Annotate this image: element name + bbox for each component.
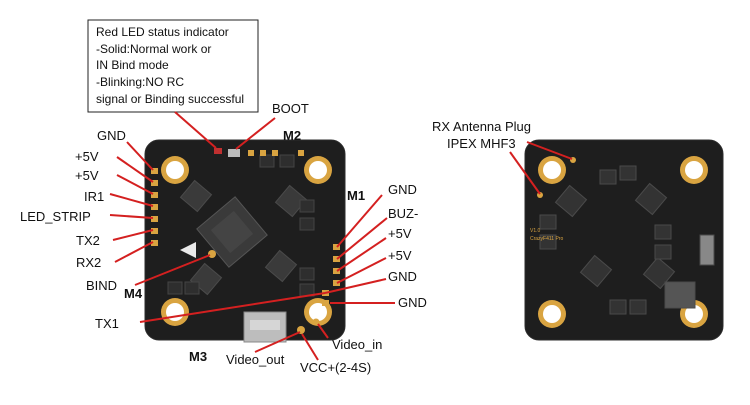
left-pin-rx2: RX2 <box>76 255 101 270</box>
status-line-2: -Solid:Normal work or <box>96 42 211 56</box>
left-pin-gnd: GND <box>97 128 126 143</box>
labels: BOOT M2 M1 M4 M3 GND +5V +5V IR1 LED_STR… <box>20 101 531 375</box>
mcu-chip <box>196 196 268 268</box>
fc-board-front <box>144 139 346 343</box>
right-pin-5v-2: +5V <box>388 248 412 263</box>
status-line-4: -Blinking:NO RC <box>96 75 184 89</box>
mosfets <box>167 154 315 297</box>
bind-button <box>180 242 196 258</box>
boot-label: BOOT <box>272 101 309 116</box>
esc-chips <box>179 179 308 296</box>
left-pin-led-strip: LED_STRIP <box>20 209 91 224</box>
motor-m3-label: M3 <box>189 349 207 364</box>
vcc-label: VCC+(2-4S) <box>300 360 371 375</box>
board-silk-version: V1.0 <box>530 228 541 234</box>
left-pin-5v-1: +5V <box>75 149 99 164</box>
right-pin-5v-1: +5V <box>388 226 412 241</box>
status-callout: Red LED status indicator -Solid:Normal w… <box>87 19 259 113</box>
status-line-5: signal or Binding successful <box>96 92 244 106</box>
right-pin-gnd-2: GND <box>388 269 417 284</box>
pointer-lines <box>109 111 573 361</box>
bind-label: BIND <box>86 278 117 293</box>
video-out-label: Video_out <box>226 352 285 367</box>
left-pads <box>151 168 158 246</box>
left-pin-tx2: TX2 <box>76 233 100 248</box>
status-box <box>87 19 259 113</box>
motor-m4-label: M4 <box>124 286 143 301</box>
fc-board-back: V1.0 CrazyF411 Pro <box>524 139 724 341</box>
status-line-1: Red LED status indicator <box>96 25 229 39</box>
right-pin-gnd-3: GND <box>398 295 427 310</box>
motor-m1-label: M1 <box>347 188 365 203</box>
status-line-3: IN Bind mode <box>96 58 169 72</box>
left-pin-ir1: IR1 <box>84 189 104 204</box>
left-pin-5v-2: +5V <box>75 168 99 183</box>
usb-port <box>243 311 287 343</box>
motor-m2-label: M2 <box>283 128 301 143</box>
right-pin-buz: BUZ- <box>388 206 418 221</box>
video-in-label: Video_in <box>332 337 382 352</box>
board-silk-name: CrazyF411 Pro <box>530 236 563 242</box>
rx-antenna-label-2: IPEX MHF3 <box>447 136 516 151</box>
m2-pads <box>248 150 304 156</box>
tx1-label: TX1 <box>95 316 119 331</box>
back-components <box>539 165 715 315</box>
rx-antenna-label-1: RX Antenna Plug <box>432 119 531 134</box>
bind-pad <box>208 250 216 258</box>
status-led <box>214 148 222 154</box>
boot-button <box>228 149 240 157</box>
right-pin-gnd-1: GND <box>388 182 417 197</box>
